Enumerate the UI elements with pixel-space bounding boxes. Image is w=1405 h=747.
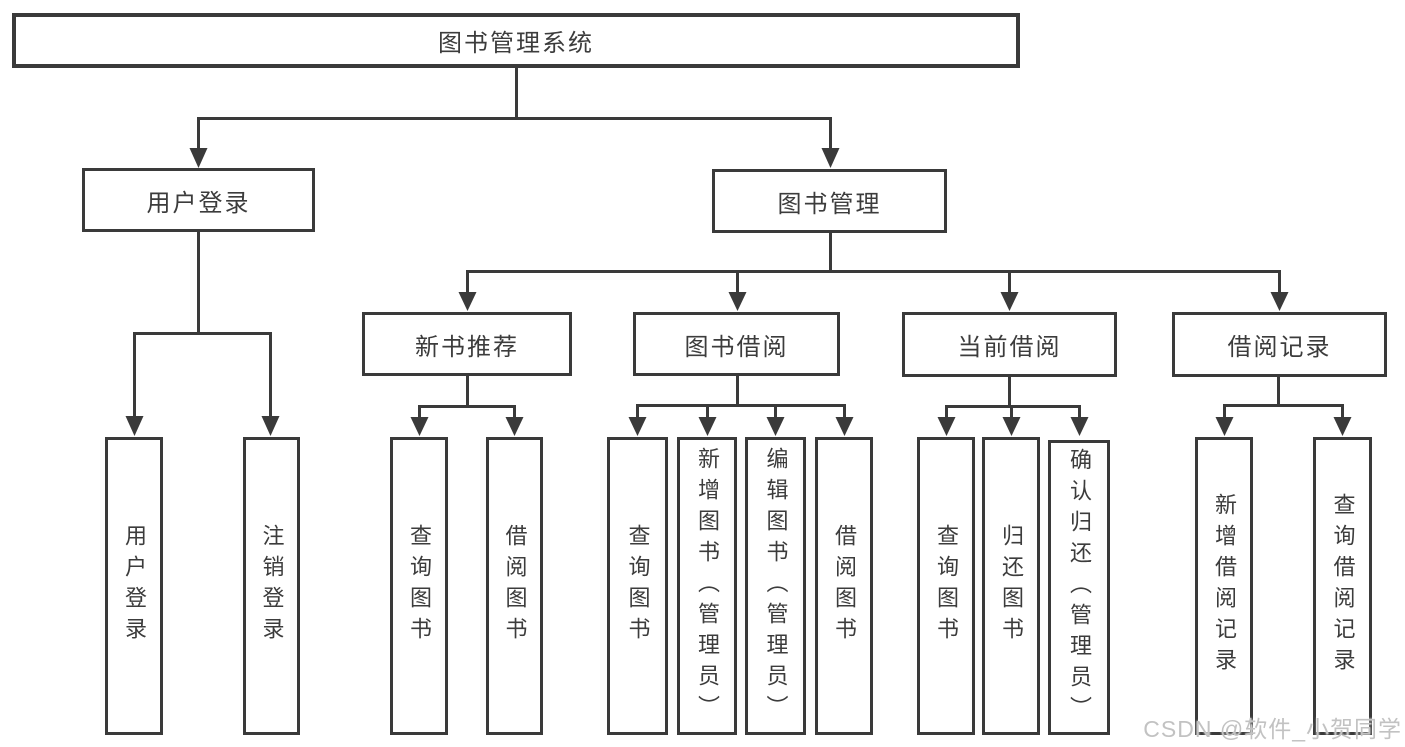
arrowhead xyxy=(410,417,429,436)
leaf-borrow-books-borrowing: 借阅图书 xyxy=(815,437,873,735)
leaf-edit-books-admin: 编辑图书（管理员） xyxy=(745,437,806,735)
node-book-management: 图书管理 xyxy=(712,169,947,233)
leaf-confirm-return-admin: 确认归还（管理员） xyxy=(1048,440,1110,735)
node-borrow-records: 借阅记录 xyxy=(1172,312,1387,377)
csdn-watermark: CSDN @软件_小贺同学 xyxy=(1143,716,1402,742)
leaf-borrow-books-recommend-label: 借阅图书 xyxy=(502,524,528,648)
arrowhead xyxy=(458,292,477,311)
arrowhead xyxy=(628,417,647,436)
arrowhead xyxy=(1000,292,1019,311)
leaf-query-books-borrowing: 查询图书 xyxy=(607,437,668,735)
node-current-borrowing-label: 当前借阅 xyxy=(957,334,1062,361)
leaf-logout-label: 注销登录 xyxy=(259,524,285,648)
node-book-management-label: 图书管理 xyxy=(777,190,882,218)
node-borrow-records-label: 借阅记录 xyxy=(1227,334,1332,361)
node-user-login-label: 用户登录 xyxy=(146,189,251,217)
leaf-return-books: 归还图书 xyxy=(982,437,1040,735)
arrowhead xyxy=(261,416,280,436)
leaf-confirm-return-admin-label: 确认归还（管理员） xyxy=(1067,448,1092,727)
arrowhead xyxy=(1215,417,1234,436)
leaf-edit-books-admin-label: 编辑图书（管理员） xyxy=(763,446,789,726)
leaf-query-borrow-record: 查询借阅记录 xyxy=(1313,437,1372,735)
arrowhead xyxy=(698,417,717,436)
leaf-return-books-label: 归还图书 xyxy=(999,524,1024,648)
node-current-borrowing: 当前借阅 xyxy=(902,312,1117,377)
leaf-user-login-label: 用户登录 xyxy=(122,524,147,648)
leaf-query-books-borrowing-label: 查询图书 xyxy=(625,524,651,648)
arrowhead xyxy=(1333,417,1352,436)
arrowhead xyxy=(835,417,854,436)
node-new-book-recommend: 新书推荐 xyxy=(362,312,572,376)
node-book-borrowing: 图书借阅 xyxy=(633,312,840,376)
arrowhead xyxy=(728,292,747,311)
arrowhead xyxy=(189,148,208,168)
node-book-borrowing-label: 图书借阅 xyxy=(684,333,789,361)
leaf-add-books-admin: 新增图书（管理员） xyxy=(677,437,737,735)
leaf-logout: 注销登录 xyxy=(243,437,300,735)
leaf-add-books-admin-label: 新增图书（管理员） xyxy=(695,446,720,726)
arrowhead xyxy=(937,417,956,436)
leaf-borrow-books-recommend: 借阅图书 xyxy=(486,437,543,735)
leaf-user-login: 用户登录 xyxy=(105,437,163,735)
leaf-query-books-current: 查询图书 xyxy=(917,437,975,735)
arrowhead xyxy=(821,148,840,168)
node-root: 图书管理系统 xyxy=(12,13,1020,68)
arrowhead xyxy=(766,417,785,436)
arrowhead xyxy=(505,417,524,436)
leaf-query-books-recommend-label: 查询图书 xyxy=(407,524,432,648)
node-new-book-recommend-label: 新书推荐 xyxy=(415,333,519,361)
arrowhead xyxy=(1070,417,1089,436)
leaf-query-books-recommend: 查询图书 xyxy=(390,437,448,735)
arrowhead xyxy=(125,416,144,436)
leaf-query-books-current-label: 查询图书 xyxy=(934,524,959,648)
node-user-login: 用户登录 xyxy=(82,168,315,232)
leaf-add-borrow-record: 新增借阅记录 xyxy=(1195,437,1253,735)
leaf-query-borrow-record-label: 查询借阅记录 xyxy=(1330,493,1356,679)
leaf-borrow-books-borrowing-label: 借阅图书 xyxy=(832,524,857,648)
leaf-add-borrow-record-label: 新增借阅记录 xyxy=(1212,493,1237,679)
arrowhead xyxy=(1002,417,1021,436)
arrowhead xyxy=(1270,292,1289,311)
node-root-label: 图书管理系统 xyxy=(438,30,594,57)
